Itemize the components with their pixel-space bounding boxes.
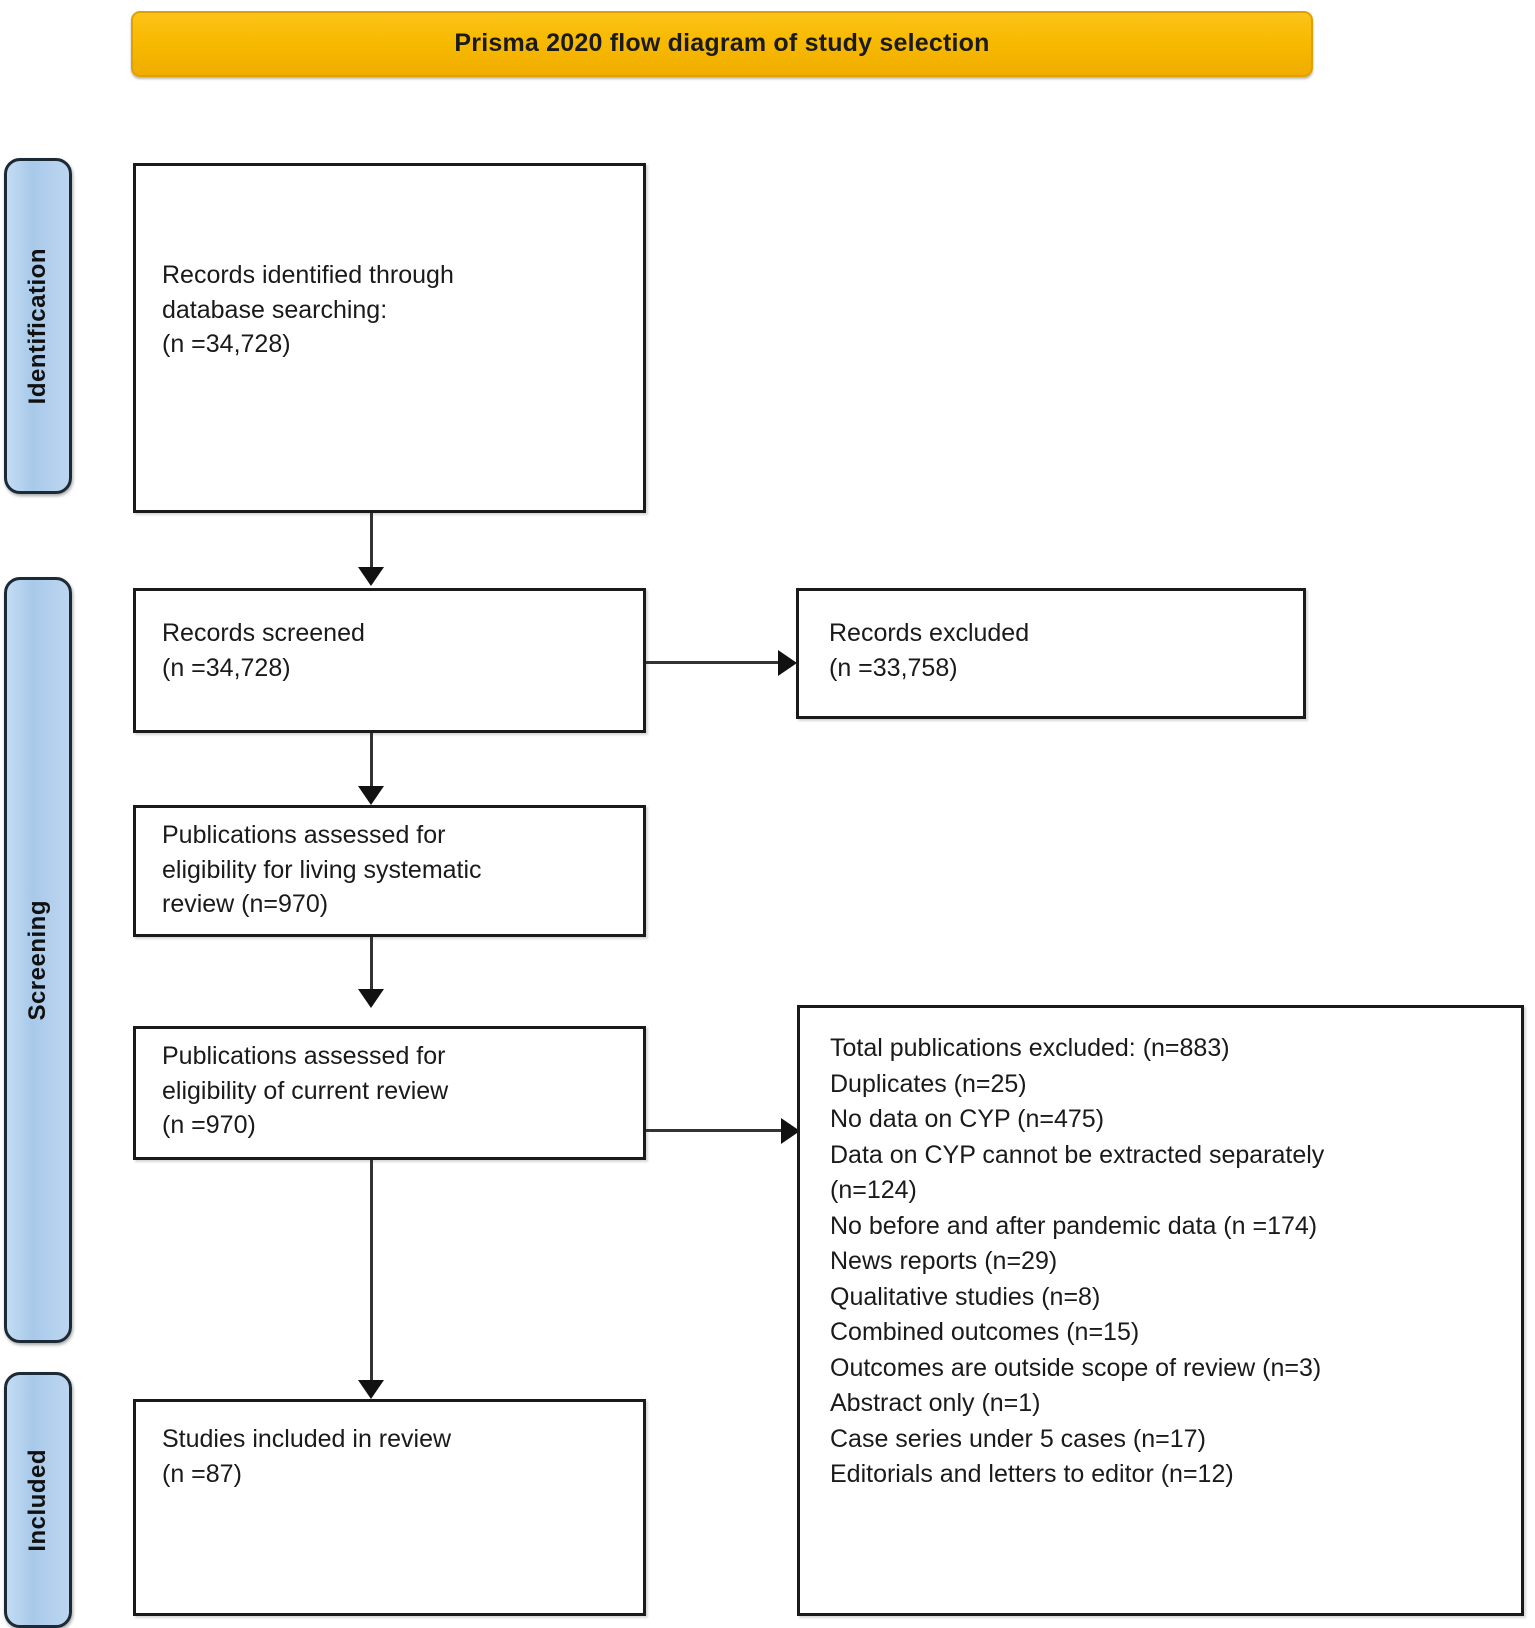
box-records-excluded: Records excluded (n =33,758)	[796, 588, 1306, 719]
box-studies-included-text: Studies included in review (n =87)	[162, 1425, 452, 1488]
box-records-identified: Records identified through database sear…	[133, 163, 646, 513]
arrow-identified-to-screened	[358, 567, 384, 586]
arrow-eligible-current-to-included	[358, 1380, 384, 1399]
box-records-screened-text: Records screened (n =34,728)	[162, 619, 365, 682]
exclusion-reason-item: Total publications excluded: (n=883)	[830, 1034, 1230, 1062]
exclusion-reason-item: Outcomes are outside scope of review (n=…	[830, 1353, 1322, 1382]
exclusion-reason-item: Duplicates (n=25)	[830, 1069, 1027, 1098]
exclusion-reason-item: Editorials and letters to editor (n=12)	[830, 1460, 1234, 1488]
exclusion-reason-item: Case series under 5 cases (n=17)	[830, 1424, 1206, 1453]
box-records-excluded-text: Records excluded (n =33,758)	[829, 619, 1030, 682]
arrow-eligible-living-to-current	[358, 989, 384, 1008]
exclusion-reason-item: Combined outcomes (n=15)	[830, 1318, 1140, 1346]
arrow-screened-to-eligible-living	[358, 786, 384, 805]
connector-screened-to-excluded	[646, 661, 780, 664]
box-eligibility-current-review-text: Publications assessed for eligibility of…	[162, 1042, 449, 1139]
exclusion-reason-item: Abstract only (n=1)	[830, 1389, 1041, 1417]
connector-eligible-current-to-total-excluded	[646, 1129, 783, 1132]
exclusion-reason-item: No data on CYP (n=475)	[830, 1105, 1105, 1133]
connector-screened-to-eligible-living	[370, 733, 373, 788]
phase-label-screening: Screening	[24, 899, 51, 1021]
arrow-screened-to-excluded	[778, 650, 797, 676]
exclusion-reason-item: Qualitative studies (n=8)	[830, 1282, 1101, 1311]
diagram-title: Prisma 2020 flow diagram of study select…	[454, 29, 990, 58]
box-eligibility-living-review-text: Publications assessed for eligibility fo…	[162, 821, 482, 918]
exclusion-reason-item: Data on CYP cannot be extracted separate…	[830, 1140, 1325, 1205]
arrow-eligible-current-to-total-excluded	[781, 1118, 800, 1144]
connector-identified-to-screened	[370, 513, 373, 569]
box-records-screened: Records screened (n =34,728)	[133, 588, 646, 733]
exclusion-reason-item: News reports (n=29)	[830, 1247, 1058, 1275]
phase-label-identification: Identification	[24, 247, 51, 405]
phase-tab-identification: Identification	[4, 158, 72, 494]
exclusion-reason-list: Total publications excluded: (n=883) Dup…	[830, 1031, 1515, 1493]
exclusion-reason-item: No before and after pandemic data (n =17…	[830, 1211, 1318, 1240]
box-eligibility-current-review: Publications assessed for eligibility of…	[133, 1026, 646, 1160]
box-studies-included: Studies included in review (n =87)	[133, 1399, 646, 1616]
box-total-publications-excluded: Total publications excluded: (n=883) Dup…	[797, 1005, 1524, 1616]
diagram-title-banner: Prisma 2020 flow diagram of study select…	[131, 11, 1313, 77]
connector-eligible-current-to-included	[370, 1160, 373, 1382]
phase-label-included: Included	[24, 1448, 51, 1552]
phase-tab-included: Included	[4, 1372, 72, 1628]
box-eligibility-living-review: Publications assessed for eligibility fo…	[133, 805, 646, 937]
box-records-identified-text: Records identified through database sear…	[162, 261, 454, 358]
phase-tab-screening: Screening	[4, 577, 72, 1343]
connector-eligible-living-to-current	[370, 937, 373, 991]
